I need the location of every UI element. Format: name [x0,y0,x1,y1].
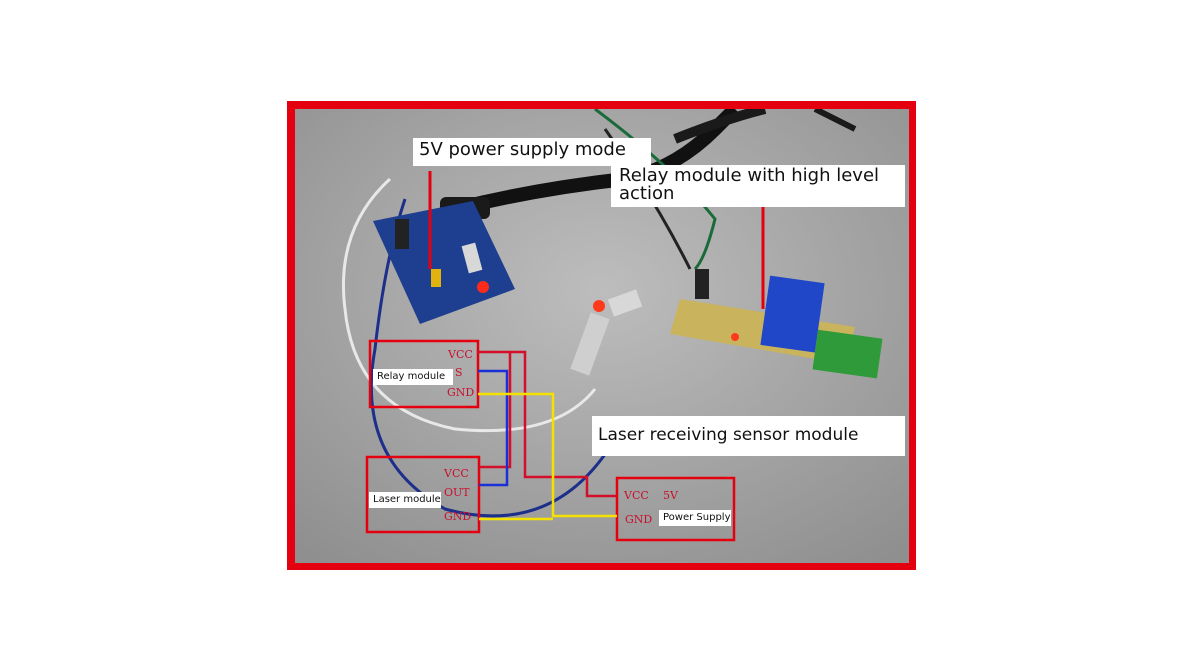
laser-pin-out: OUT [444,486,470,499]
relay-board [670,269,883,379]
relay-pin-gnd: GND [447,386,475,399]
probe-cable [673,109,767,144]
power-schematic-box [615,476,736,542]
power-supply-board [373,201,515,324]
power-pin-gnd: GND [625,513,653,526]
power-voltage: 5V [663,489,678,502]
laser-sensor-callout: Laser receiving sensor module [592,416,905,456]
schematic-yellow-wires [478,392,617,521]
blue-wire-photo [369,198,617,518]
relay-schematic-box [368,339,480,409]
laser-sensor-board [570,289,643,376]
relay-pin-s: S [455,366,463,379]
relay-pin-vcc: VCC [448,348,473,361]
relay-module-label: Relay module [373,369,453,385]
power-supply-label: Power Supply [659,510,731,526]
laser-pin-gnd: GND [444,510,472,523]
laser-module-label: Laser module [369,492,441,508]
schematic-blue-wire [478,369,509,487]
product-photo: 5V power supply mode Relay module with h… [287,101,916,570]
power-mode-callout: 5V power supply mode [413,138,651,166]
laser-schematic-box [365,455,481,534]
laser-pin-vcc: VCC [444,467,469,480]
power-pin-vcc: VCC [624,489,649,502]
green-wire-photo [594,109,717,271]
relay-action-callout: Relay module with high level action [611,165,905,207]
schematic-red-wires [478,350,617,498]
white-wire [341,177,597,433]
probe-tip [813,109,857,132]
